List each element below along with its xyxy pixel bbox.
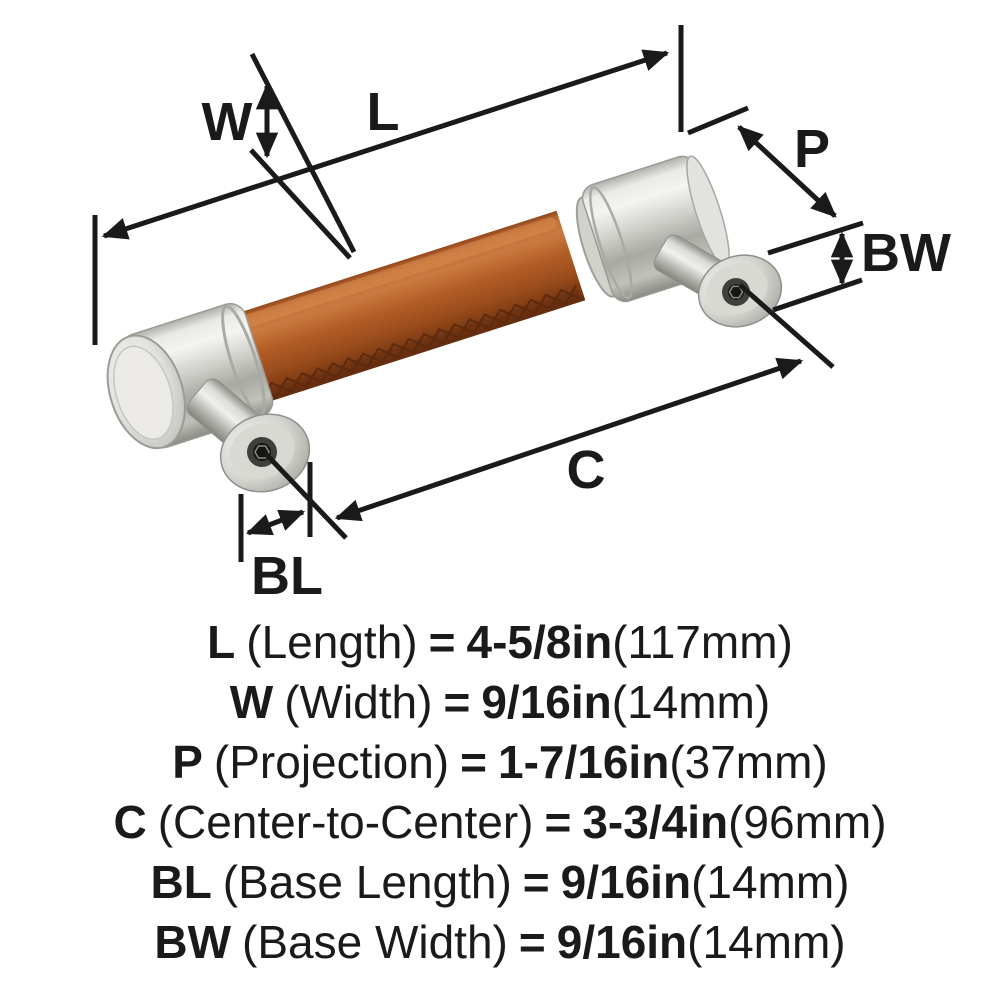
right-post bbox=[653, 234, 783, 328]
label-BL: BL bbox=[251, 546, 323, 606]
dimension-BW bbox=[767, 220, 864, 313]
dimension-W bbox=[249, 52, 357, 260]
label-W: W bbox=[202, 92, 253, 152]
dimension-diagram-svg: W L P BW C BL bbox=[92, 25, 951, 606]
spec-line-projection: P(Projection)=1-7/16in(37mm) bbox=[172, 736, 828, 788]
dimension-P bbox=[687, 105, 837, 218]
spec-list: L(Length)=4-5/8in(117mm) W(Width)=9/16in… bbox=[0, 612, 1000, 972]
label-C: C bbox=[567, 440, 606, 500]
spec-line-length: L(Length)=4-5/8in(117mm) bbox=[207, 616, 793, 668]
dimension-L bbox=[92, 25, 684, 345]
label-L: L bbox=[367, 82, 400, 142]
handle-illustration bbox=[106, 155, 783, 493]
label-P: P bbox=[794, 119, 830, 179]
stitching-zigzag-reverse bbox=[259, 284, 578, 402]
spec-line-base-width: BW(Base Width)=9/16in(14mm) bbox=[154, 916, 846, 968]
dimension-C bbox=[263, 283, 835, 540]
dimension-BL bbox=[238, 462, 313, 562]
leather-sleeve bbox=[232, 210, 586, 405]
dimension-lines bbox=[92, 25, 864, 562]
spec-line-base-length: BL(Base Length)=9/16in(14mm) bbox=[150, 856, 850, 908]
label-BW: BW bbox=[861, 223, 951, 283]
spec-line-center-to-center: C(Center-to-Center)=3-3/4in(96mm) bbox=[113, 796, 887, 848]
spec-line-width: W(Width)=9/16in(14mm) bbox=[229, 676, 771, 728]
left-screw-hex-socket bbox=[254, 445, 270, 459]
